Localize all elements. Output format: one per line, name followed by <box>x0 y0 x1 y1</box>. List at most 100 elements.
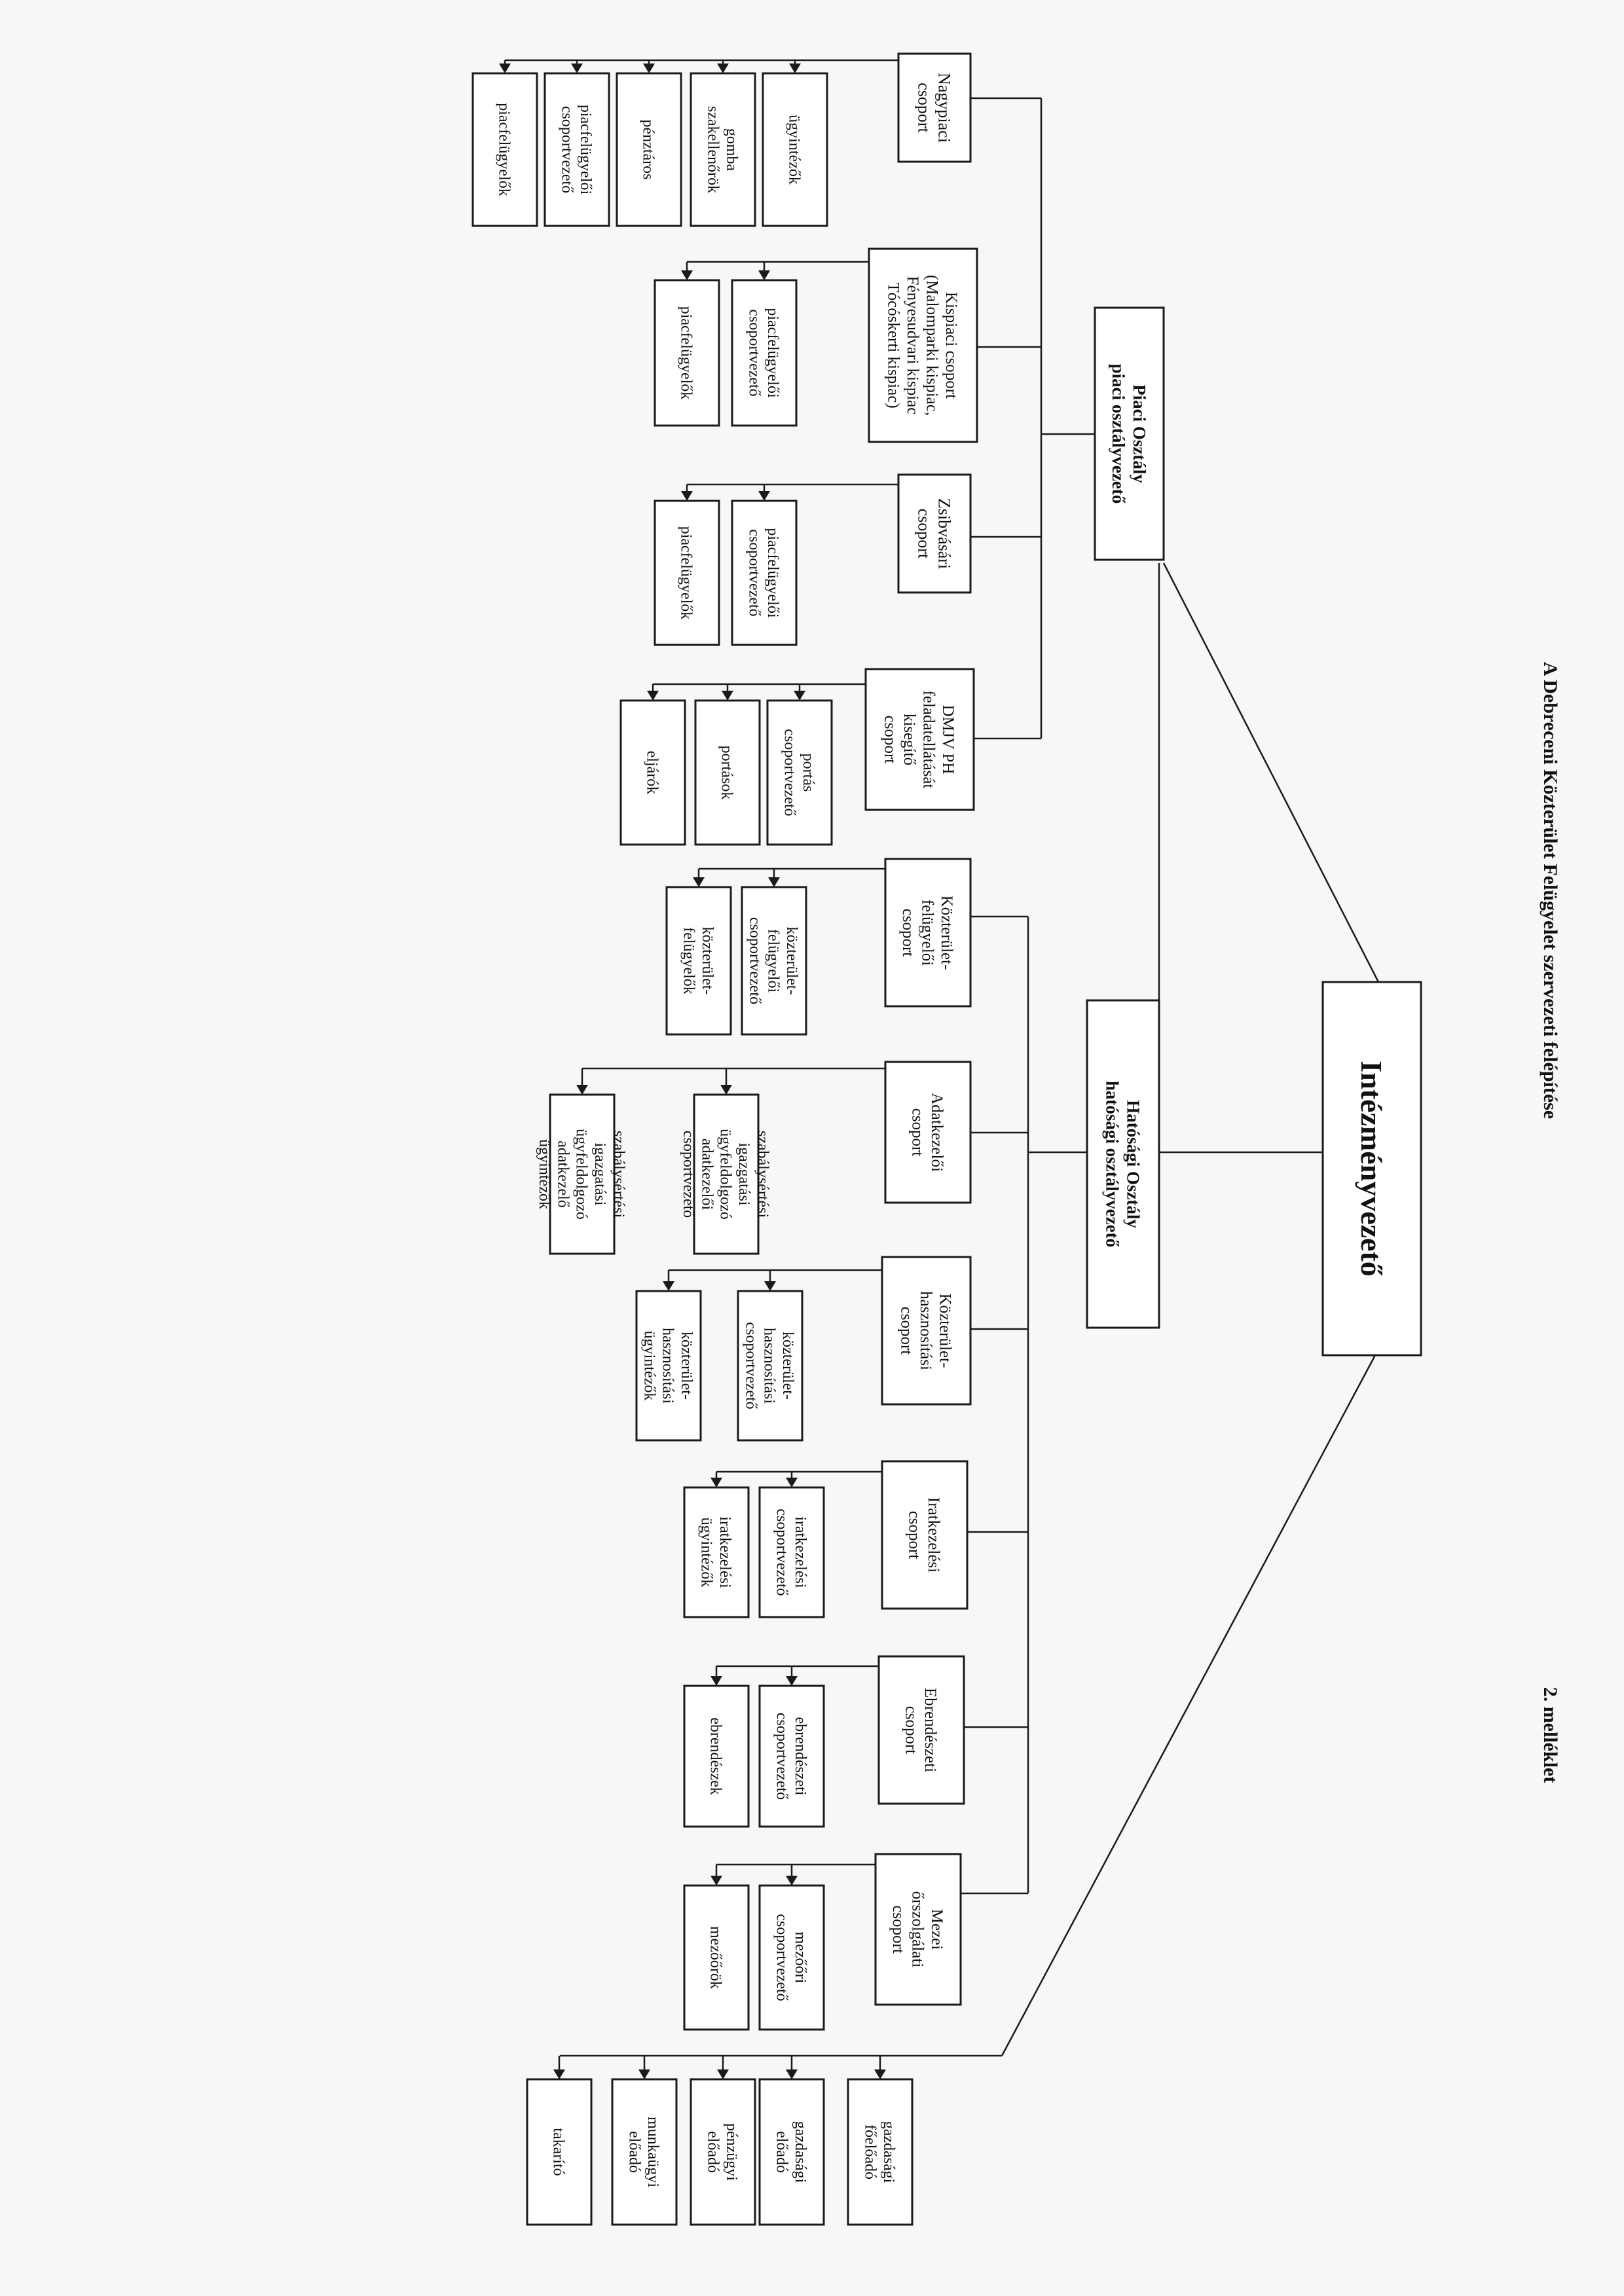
dmjv-member-eljarok: eljárók <box>619 699 686 846</box>
iratkezelesi-member-iratkezelesi-frame <box>683 1486 750 1618</box>
adatkezeloi-arrow <box>576 1085 588 1095</box>
adatkezeloi-member-szabalysertesi: szabálysértésiigazgatásiügyfeldolgozóada… <box>680 1093 771 1255</box>
staff-box-takarito: takarító <box>526 2078 593 2226</box>
staff-box-gazdasagi-frame <box>758 2078 825 2226</box>
kispiaci-arrow <box>758 270 770 280</box>
kozterulet-hasznositasi-arrow <box>764 1281 776 1291</box>
group-box-kozterulet-felugyeloi-label: Közterület-felügyelőicsoport <box>899 896 955 970</box>
kozterulet-felugyeloi-member-kozterulet-label: közterület-felügyelők <box>680 927 715 995</box>
group-box-mezei-orszolgalati: Mezeiőrszolgálaticsoport <box>874 1853 962 2006</box>
kozterulet-hasznositasi-member-kozterulet-frame <box>737 1290 803 1442</box>
ebrendeszeti-member-ebrendeszek-label: ebrendészek <box>707 1717 724 1795</box>
kozterulet-felugyeloi-member-kozterulet: közterület-felügyelők <box>665 886 732 1036</box>
ebrendeszeti-member-ebrendeszeti: ebrendészeticsoportvezető <box>758 1685 825 1828</box>
kozterulet-hasznositasi-member-kozterulet: közterület-hasznosításiügyintézők <box>635 1290 702 1442</box>
staff-box-takarito-frame <box>526 2078 593 2226</box>
kispiaci-member-piacfelugyelok-label: piacfelügyelők <box>678 306 695 400</box>
group-box-nagypiaci-label: Nagypiacicsoport <box>915 73 954 143</box>
zsibvasari-arrow <box>758 491 770 501</box>
dmjv-member-portasok: portások <box>694 699 761 846</box>
zsibvasari-member-piacfelugyelok: piacfelügyelők <box>654 500 720 646</box>
group-box-adatkezeloi: Adatkezelőicsoport <box>884 1061 972 1204</box>
nagypiaci-arrow <box>499 64 511 73</box>
group-box-zsibvasari-label: Zsibvásáricsoport <box>915 498 954 569</box>
group-box-iratkezelesi-frame <box>881 1460 969 1610</box>
nagypiaci-member-piacfelugyelok: piacfelügyelők <box>471 72 538 227</box>
nagypiaci-member-piacfelugyelok-frame <box>471 72 538 227</box>
iratkezelesi-arrow <box>786 1478 798 1487</box>
staff-box-gazdasagi-frame <box>847 2078 913 2226</box>
nagypiaci-member-ugyintezok-frame <box>762 72 828 227</box>
kozterulet-felugyeloi-arrow <box>768 877 780 887</box>
group-box-ebrendeszeti-label: Ebrendészeticsoport <box>902 1688 940 1772</box>
department-box-piaci-label: Piaci Osztálypiaci osztályvezető <box>1109 364 1149 504</box>
nagypiaci-arrow <box>789 64 801 73</box>
adatkezeloi-member-szabalysertesi-label: szabálysértésiigazgatásiügyfeldolgozóada… <box>680 1129 771 1220</box>
ebrendeszeti-member-ebrendeszeti-frame <box>758 1685 825 1828</box>
group-box-iratkezelesi: Iratkezelésicsoport <box>881 1460 969 1610</box>
nagypiaci-arrow <box>717 64 729 73</box>
adatkezeloi-member-szabalysertesi-label: szabálysértésiigazgatásiügyfeldolgozóada… <box>536 1129 627 1220</box>
nagypiaci-member-ugyintezok-label: ügyintézők <box>786 115 803 185</box>
staff-arrow <box>786 2069 798 2079</box>
department-box-piaci: Piaci Osztálypiaci osztályvezető <box>1094 306 1165 561</box>
group-box-dmjv-ph-frame <box>864 668 975 811</box>
kozterulet-felugyeloi-member-kozterulet: közterület-felügyelőicsoportvezető <box>741 886 807 1036</box>
nagypiaci-member-gomba: gombaszakellenőrök <box>690 72 756 227</box>
iratkezelesi-member-iratkezelesi-label: iratkezelésiügyintézők <box>697 1516 733 1588</box>
staff-box-gazdasagi-label: gazdaságifőelőadó <box>861 2121 896 2183</box>
group-box-dmjv-ph-label: DMJV PHfeladatellátásátkisegítőcsoport <box>881 691 957 789</box>
dmjv-member-portas-frame <box>766 699 833 846</box>
group-box-zsibvasari-frame <box>897 473 972 594</box>
group-box-adatkezeloi-frame <box>884 1061 972 1204</box>
group-box-mezei-orszolgalati-label: Mezeiőrszolgálaticsoport <box>889 1891 946 1968</box>
ebrendeszeti-member-ebrendeszek-frame <box>683 1685 750 1828</box>
nagypiaci-member-penztaros-label: pénztáros <box>640 120 657 180</box>
nagypiaci-member-piacfelugyeloi-label: piacfelügyelőicsoportvezető <box>558 105 593 195</box>
root-box-intezmenyvezeto-label: Intézményvezető <box>1355 1061 1388 1277</box>
adatkezeloi-member-szabalysertesi-frame <box>693 1093 760 1255</box>
zsibvasari-member-piacfelugyeloi: piacfelügyelőicsoportvezető <box>731 500 798 646</box>
mezei-orszolgalati-arrow <box>710 1876 722 1886</box>
staff-box-gazdasagi-label: gazdaságielőadó <box>773 2121 808 2183</box>
adatkezeloi-member-szabalysertesi-frame <box>549 1093 616 1255</box>
kozterulet-felugyeloi-arrow <box>693 877 705 887</box>
nagypiaci-member-piacfelugyeloi-frame <box>544 72 610 227</box>
adatkezeloi-member-szabalysertesi: szabálysértésiigazgatásiügyfeldolgozóada… <box>536 1093 627 1255</box>
zsibvasari-arrow <box>681 491 693 501</box>
dmjv-arrow <box>647 691 659 701</box>
page-title: A Debreceni Közterület Felügyelet szerve… <box>1540 662 1561 1119</box>
ebrendeszeti-arrow <box>786 1676 798 1686</box>
nagypiaci-arrow <box>643 64 655 73</box>
kispiaci-arrow <box>681 270 693 280</box>
staff-arrow <box>717 2069 729 2079</box>
group-box-nagypiaci: Nagypiacicsoport <box>897 52 972 163</box>
dmjv-arrow <box>794 691 805 701</box>
nagypiaci-member-piacfelugyelok-label: piacfelügyelők <box>496 103 513 196</box>
mezei-orszolgalati-member-mezoorok-frame <box>683 1884 750 2031</box>
staff-box-gazdasagi: gazdaságielőadó <box>758 2078 825 2226</box>
group-box-kispiaci: Kispiaci csoport(Malomparki kispiac,Fény… <box>868 247 978 443</box>
mezei-orszolgalati-member-mezoorok: mezőőrök <box>683 1884 750 2031</box>
zsibvasari-member-piacfelugyelok-label: piacfelügyelők <box>678 526 695 620</box>
zsibvasari-member-piacfelugyelok-frame <box>654 500 720 646</box>
mezei-orszolgalati-arrow <box>786 1876 798 1886</box>
kozterulet-felugyeloi-member-kozterulet-frame <box>665 886 732 1036</box>
mezei-orszolgalati-member-mezoorok-label: mezőőrök <box>707 1926 724 1989</box>
group-box-kozterulet-hasznositasi-frame <box>881 1256 972 1406</box>
group-box-iratkezelesi-label: Iratkezelésicsoport <box>906 1497 943 1573</box>
dmjv-arrow <box>722 691 733 701</box>
zsibvasari-member-piacfelugyeloi-label: piacfelügyelőicsoportvezető <box>745 528 781 618</box>
group-box-kozterulet-hasznositasi: Közterület-hasznosításicsoport <box>881 1256 972 1406</box>
ebrendeszeti-member-ebrendeszeti-label: ebrendészeticsoportvezető <box>773 1713 808 1800</box>
staff-box-gazdasagi: gazdaságifőelőadó <box>847 2078 913 2226</box>
kozterulet-hasznositasi-arrow <box>663 1281 674 1291</box>
annex-label: 2. melléklet <box>1540 1687 1561 1783</box>
kispiaci-member-piacfelugyeloi-label: piacfelügyelőicsoportvezető <box>745 308 781 398</box>
kispiaci-member-piacfelugyelok-frame <box>654 279 720 427</box>
group-box-kispiaci-label: Kispiaci csoport(Malomparki kispiac,Fény… <box>885 275 961 416</box>
group-box-ebrendeszeti: Ebrendészeticsoport <box>877 1655 965 1805</box>
group-box-ebrendeszeti-frame <box>877 1655 965 1805</box>
